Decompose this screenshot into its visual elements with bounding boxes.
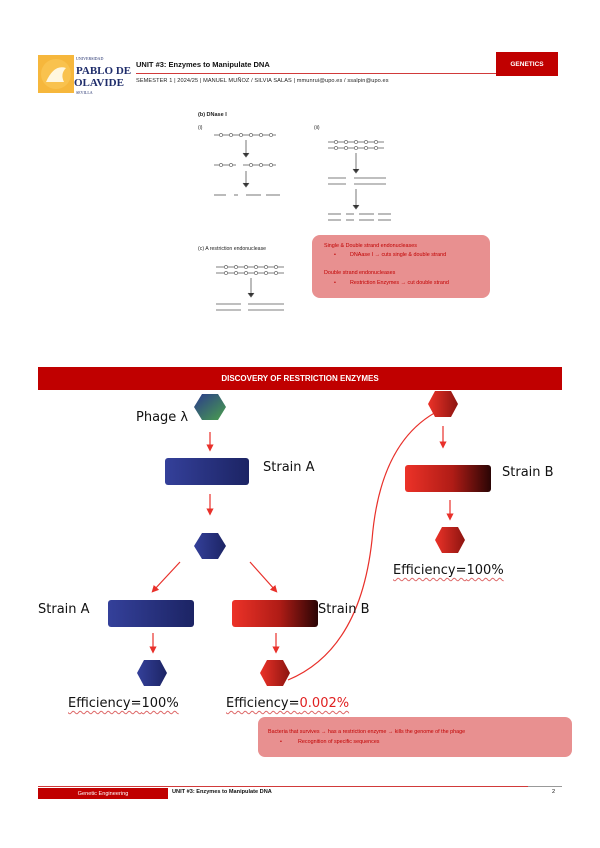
section-title: DISCOVERY OF RESTRICTION ENZYMES [38, 367, 562, 390]
page-number: 2 [552, 789, 556, 795]
university-logo: UNIVERSIDAD PABLO DE OLAVIDE SEVILLA [36, 52, 136, 96]
callout2-line: Bacteria that survives → has a restricti… [268, 729, 466, 735]
phage-hex-red-top [428, 391, 458, 417]
strain-a-label: Strain A [263, 460, 315, 475]
svg-text:UNIVERSIDAD: UNIVERSIDAD [76, 56, 103, 61]
callout-heading-2: Double strand endonucleases [324, 270, 396, 276]
callout-bullet-1: DNAase I → cuts single & double strand [350, 252, 447, 258]
svg-text:OLAVIDE: OLAVIDE [74, 77, 124, 89]
svg-text:SEVILLA: SEVILLA [76, 90, 93, 95]
phage-restriction-diagram: Phage λ Strain A Strain B Strain A Strai… [30, 390, 575, 720]
svg-text:PABLO DE: PABLO DE [76, 65, 131, 77]
callout-heading-1: Single & Double strand endonucleases [324, 243, 417, 249]
panel-c-title: (c) A restriction endonuclease [198, 246, 266, 252]
phage-lambda-label: Phage λ [136, 410, 189, 425]
curved-arrow [287, 408, 444, 681]
left-strain-a-bar [108, 600, 194, 627]
efficiency-strain-b: Efficiency=0.002% [226, 696, 350, 711]
callout2-bullet: Recognition of specific sequences [298, 739, 380, 745]
phage-hex-red-final [435, 527, 465, 553]
strain-b-label: Strain B [502, 465, 554, 480]
efficiency-right-strain-b: Efficiency=100% [393, 563, 504, 578]
panel-b-i-label: (i) [198, 125, 203, 131]
bullet-icon: • [334, 280, 336, 286]
bullet-icon: • [334, 252, 336, 258]
strain-a-bar [165, 458, 249, 485]
footer-course: Genetic Engineering [38, 788, 168, 799]
panel-b-title: (b) DNase I [198, 112, 227, 118]
phage-hex-blue [194, 533, 226, 559]
footer-unit: UNIT #3: Enzymes to Manipulate DNA [172, 789, 272, 795]
callout-bullet-2: Restriction Enzymes → cut double strand [350, 280, 449, 286]
bullet-icon: • [280, 739, 282, 745]
footer-divider-gray [528, 786, 562, 787]
left-strain-b-label: Strain B [318, 602, 370, 617]
efficiency-strain-a: Efficiency=100% [68, 696, 179, 711]
panel-b-ii-label: (ii) [314, 125, 320, 131]
subject-badge: GENETICS [496, 52, 558, 76]
header-divider [136, 73, 558, 74]
unit-title: UNIT #3: Enzymes to Manipulate DNA [136, 60, 270, 69]
nuclease-figure: (b) DNase I (i) (ii) [196, 105, 416, 320]
phage-hex-blue-result [137, 660, 167, 686]
endonuclease-callout: Single & Double strand endonucleases • D… [312, 235, 490, 298]
arrow-diag-right [249, 561, 278, 593]
footer-divider [38, 786, 528, 787]
restriction-enzyme-callout: Bacteria that survives → has a restricti… [258, 717, 572, 757]
arrow-diag-left [151, 561, 181, 593]
header-subtitle: SEMESTER 1 | 2024/25 | MANUEL MUÑOZ / SI… [136, 78, 389, 84]
left-strain-a-label: Strain A [38, 602, 90, 617]
phage-lambda-hex [194, 394, 226, 420]
strain-b-bar [405, 465, 491, 492]
left-strain-b-bar [232, 600, 318, 627]
phage-hex-red-result [260, 660, 290, 686]
